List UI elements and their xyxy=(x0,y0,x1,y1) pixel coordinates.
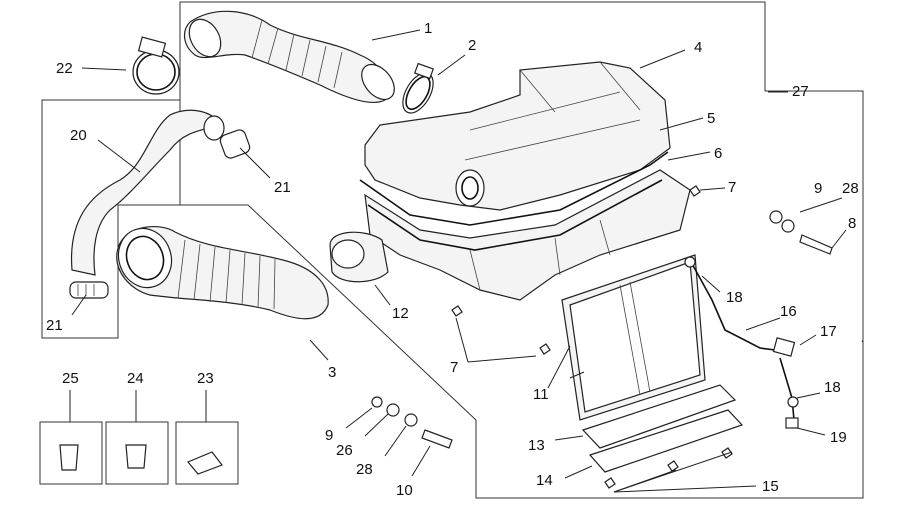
filter-element xyxy=(561,254,706,421)
callout-8: 8 xyxy=(848,215,856,232)
callout-22: 22 xyxy=(56,60,73,77)
callout-3: 3 xyxy=(328,364,336,381)
callout-18-lower: 18 xyxy=(824,379,841,396)
callout-1: 1 xyxy=(424,20,432,37)
callout-20: 20 xyxy=(70,127,87,144)
drain-pipe xyxy=(684,256,799,429)
callout-4: 4 xyxy=(694,39,702,56)
callout-27: 27 xyxy=(792,83,809,100)
callout-16: 16 xyxy=(780,303,797,320)
leader-lines xyxy=(69,29,847,493)
callout-25: 25 xyxy=(62,370,79,387)
assembly-frames xyxy=(41,1,864,499)
callout-26: 26 xyxy=(336,442,353,459)
rubber-sleeve xyxy=(329,231,389,283)
callout-28-left: 28 xyxy=(356,461,373,478)
bellows-duct xyxy=(116,225,329,320)
callout-17: 17 xyxy=(820,323,837,340)
callout-15: 15 xyxy=(762,478,779,495)
callout-23: 23 xyxy=(197,370,214,387)
filter-box-base xyxy=(359,151,691,301)
callout-28-right: 28 xyxy=(842,180,859,197)
filter-box-cover xyxy=(364,61,671,211)
intake-hose-upper xyxy=(184,10,395,104)
hose-clamp-22 xyxy=(132,36,180,95)
callout-19: 19 xyxy=(830,429,847,446)
callout-2: 2 xyxy=(468,37,476,54)
fasteners xyxy=(371,185,833,489)
callout-21-upper: 21 xyxy=(274,179,291,196)
callout-5: 5 xyxy=(707,110,715,127)
callout-9-left: 9 xyxy=(325,427,333,444)
hose-clamp-21-lower xyxy=(69,281,109,299)
callout-numbers: 1 2 3 4 5 6 7 7 8 9 9 10 11 12 13 14 15 … xyxy=(46,20,859,499)
callout-13: 13 xyxy=(528,437,545,454)
callout-9-right: 9 xyxy=(814,180,822,197)
callout-18-upper: 18 xyxy=(726,289,743,306)
breather-hose xyxy=(70,109,225,276)
filter-frame xyxy=(581,384,744,473)
callout-14: 14 xyxy=(536,472,553,489)
callout-7-lower: 7 xyxy=(450,359,458,376)
callout-10: 10 xyxy=(396,482,413,499)
hose-clamp-2 xyxy=(402,62,434,114)
callout-11: 11 xyxy=(533,386,549,403)
callout-24: 24 xyxy=(127,370,144,387)
callout-7-upper: 7 xyxy=(728,179,736,196)
callout-6: 6 xyxy=(714,145,722,162)
callout-12: 12 xyxy=(392,305,409,322)
callout-21-lower: 21 xyxy=(46,317,63,334)
small-parts-boxes xyxy=(39,421,239,485)
